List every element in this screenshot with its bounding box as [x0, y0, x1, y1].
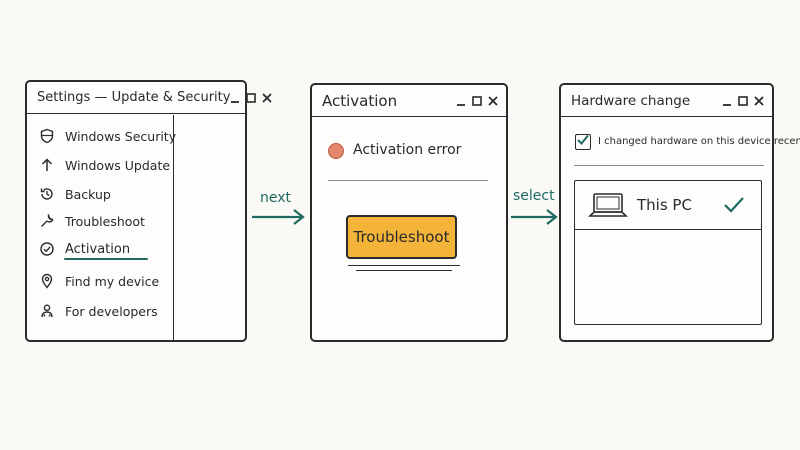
window-controls — [722, 95, 764, 106]
device-label: This PC — [637, 196, 692, 214]
pane-divider — [173, 115, 174, 340]
developer-icon — [39, 303, 55, 319]
hardware-change-checkbox[interactable] — [575, 134, 591, 150]
settings-titlebar: Settings — Update & Security — [27, 82, 273, 114]
activation-window-title: Activation — [322, 91, 398, 110]
minimize-icon[interactable] — [230, 93, 240, 103]
selected-check-icon — [724, 197, 744, 213]
maximize-icon[interactable] — [472, 95, 482, 106]
maximize-icon[interactable] — [738, 95, 748, 106]
nav-item-label: For developers — [65, 303, 158, 319]
nav-item-for-developers[interactable]: For developers — [39, 301, 158, 321]
nav-item-label: Activation — [65, 241, 131, 257]
next-arrow — [252, 209, 305, 225]
emphasis-underline — [356, 270, 452, 271]
separator-line — [574, 165, 764, 166]
hardware-change-window: Hardware change I changed hardware on th… — [559, 83, 800, 342]
wrench-icon — [39, 213, 55, 229]
hardware-window-title: Hardware change — [571, 92, 691, 109]
nav-item-windows-security[interactable]: Windows Security — [39, 126, 176, 146]
nav-item-label: Windows Security — [65, 128, 177, 144]
checkmark-icon — [577, 134, 589, 145]
separator-line — [328, 180, 488, 181]
check-circle-icon — [39, 241, 55, 257]
activation-titlebar: Activation — [312, 85, 506, 117]
settings-window-title: Settings — Update & Security — [37, 90, 231, 105]
close-icon[interactable] — [754, 95, 764, 106]
nav-item-windows-update[interactable]: Windows Update — [39, 155, 170, 175]
hardware-change-checkbox-label: I changed hardware on this device recent… — [598, 136, 800, 147]
arrow-up-icon — [39, 157, 55, 173]
next-arrow-label: next — [260, 190, 292, 206]
close-icon[interactable] — [488, 95, 498, 106]
select-arrow-label: select — [513, 188, 555, 204]
select-arrow — [511, 209, 558, 225]
shield-icon — [39, 128, 55, 144]
error-status-dot — [328, 143, 344, 159]
activation-window: Activation Activation error Troubleshoot — [310, 83, 508, 342]
nav-item-label: Windows Update — [65, 157, 171, 173]
troubleshoot-button-label: Troubleshoot — [353, 228, 450, 246]
maximize-icon[interactable] — [246, 92, 257, 103]
laptop-icon — [588, 193, 628, 217]
nav-item-label: Troubleshoot — [65, 213, 145, 229]
nav-item-backup[interactable]: Backup — [39, 184, 111, 204]
device-list: This PC — [574, 180, 762, 325]
window-controls — [230, 92, 273, 103]
activation-error-text: Activation error — [353, 142, 462, 158]
close-icon[interactable] — [262, 92, 273, 103]
settings-window: Settings — Update & Security Windows Sec… — [25, 80, 273, 342]
nav-item-label: Find my device — [65, 273, 160, 289]
location-pin-icon — [39, 273, 55, 289]
nav-item-label: Backup — [65, 186, 111, 202]
history-icon — [39, 186, 55, 202]
emphasis-underline — [348, 265, 460, 266]
minimize-icon[interactable] — [456, 96, 466, 106]
window-controls — [456, 95, 498, 106]
troubleshoot-button[interactable]: Troubleshoot — [346, 215, 457, 259]
nav-item-find-my-device[interactable]: Find my device — [39, 271, 159, 291]
nav-item-troubleshoot[interactable]: Troubleshoot — [39, 211, 145, 231]
nav-item-activation[interactable]: Activation — [39, 239, 130, 259]
active-nav-underline — [64, 258, 148, 260]
minimize-icon[interactable] — [722, 96, 732, 106]
hardware-titlebar: Hardware change — [561, 85, 772, 117]
device-list-item[interactable]: This PC — [575, 181, 761, 230]
